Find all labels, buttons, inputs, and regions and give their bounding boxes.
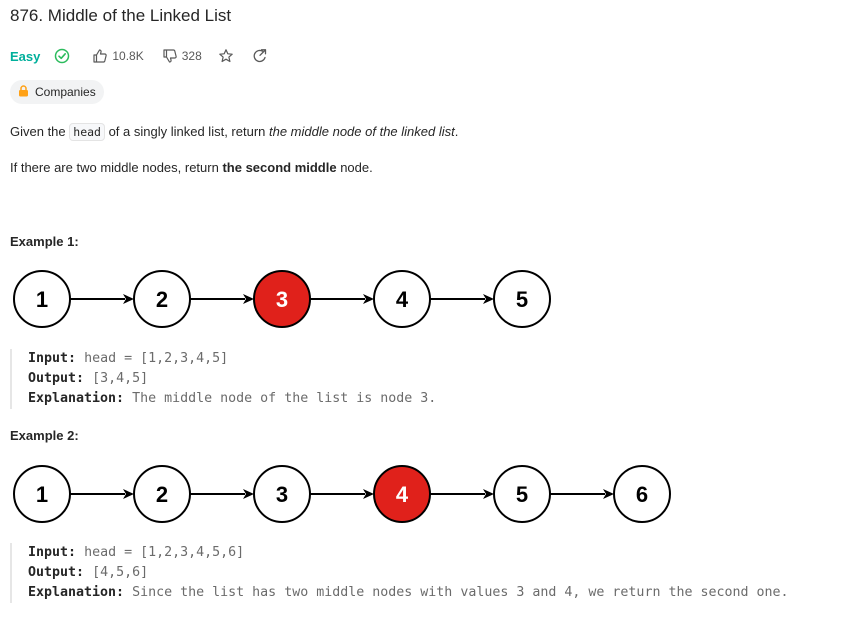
node-circle (613, 465, 671, 523)
arrow-head (243, 489, 254, 499)
node-circle (373, 270, 431, 328)
example-2-explanation-value: Since the list has two middle nodes with… (132, 585, 789, 600)
difficulty-badge: Easy (10, 48, 41, 64)
example-1-input-value: head = [1,2,3,4,5] (84, 351, 229, 366)
description-text: of a singly linked list, return (104, 124, 269, 139)
dislike-count: 328 (181, 49, 202, 63)
arrow-head (123, 294, 134, 304)
arrow-head (123, 489, 134, 499)
node-circle (133, 465, 191, 523)
example-1-explanation-value: The middle node of the list is node 3. (132, 391, 437, 406)
node-value: 4 (396, 287, 409, 312)
share-icon (252, 48, 268, 64)
like-count: 10.8K (112, 49, 144, 63)
node-value: 2 (156, 287, 168, 312)
like-button[interactable]: 10.8K (92, 48, 144, 64)
example-2-input-value: head = [1,2,3,4,5,6] (84, 545, 245, 560)
companies-label: Companies (35, 85, 96, 99)
solved-check-icon (54, 48, 70, 64)
example-2-explanation-label: Explanation: (28, 585, 125, 600)
inline-code-head: head (69, 123, 105, 141)
node-circle (253, 465, 311, 523)
node-value: 3 (276, 482, 288, 507)
description-text: . (454, 124, 459, 139)
example-2-code-block: Input: head = [1,2,3,4,5,6] Output: [4,5… (10, 543, 789, 603)
example-2-output-value: [4,5,6] (92, 565, 149, 580)
thumbs-down-icon (162, 48, 178, 64)
problem-title: 876. Middle of the Linked List (10, 6, 232, 25)
description-text: If there are two middle nodes, return (10, 160, 223, 175)
list-node-middle: 3 (253, 270, 311, 328)
arrow-head (243, 294, 254, 304)
arrow-head (603, 489, 614, 499)
example-1-output-value: [3,4,5] (92, 371, 149, 386)
example-2-input-label: Input: (28, 545, 77, 560)
example-1-linked-list-diagram: 1 2 3 4 5 (13, 270, 551, 328)
node-value: 5 (516, 287, 528, 312)
node-value: 1 (36, 287, 48, 312)
example-1-input-label: Input: (28, 351, 77, 366)
example-2-linked-list-diagram: 1 2 3 4 5 6 (13, 465, 671, 523)
share-button[interactable] (252, 48, 268, 64)
list-node: 4 (373, 270, 431, 328)
thumbs-up-icon (92, 48, 108, 64)
list-node: 2 (133, 270, 191, 328)
dislike-button[interactable]: 328 (162, 48, 202, 64)
arrow-head (363, 489, 374, 499)
problem-meta-bar: Easy 10.8K 328 (10, 45, 268, 67)
star-icon (218, 48, 234, 64)
list-node: 6 (613, 465, 671, 523)
node-circle (133, 270, 191, 328)
example-1-code-block: Input: head = [1,2,3,4,5] Output: [3,4,5… (10, 349, 436, 409)
list-node: 1 (13, 270, 71, 328)
example-1-output-label: Output: (28, 371, 85, 386)
node-value: 1 (36, 482, 48, 507)
node-value: 6 (636, 482, 648, 507)
node-circle (373, 465, 431, 523)
list-node: 5 (493, 270, 551, 328)
node-value: 5 (516, 482, 528, 507)
node-circle (493, 270, 551, 328)
node-circle (253, 270, 311, 328)
description-text: Given the (10, 124, 70, 139)
list-node: 1 (13, 465, 71, 523)
example-2-output-label: Output: (28, 565, 85, 580)
arrow-head (483, 294, 494, 304)
description-strong: the second middle (222, 160, 337, 175)
example-1-title: Example 1: (10, 234, 79, 249)
example-2-title: Example 2: (10, 428, 79, 443)
companies-tag[interactable]: Companies (10, 80, 104, 104)
arrow-head (483, 489, 494, 499)
arrow-head (363, 294, 374, 304)
description-paragraph-2: If there are two middle nodes, return th… (10, 158, 373, 178)
description-paragraph-1: Given the head of a singly linked list, … (10, 122, 458, 142)
node-circle (493, 465, 551, 523)
node-value: 4 (396, 482, 409, 507)
description-text: node. (336, 160, 373, 175)
list-node: 3 (253, 465, 311, 523)
description-emphasis: the middle node of the linked list (269, 124, 455, 139)
node-value: 3 (276, 287, 288, 312)
list-node: 2 (133, 465, 191, 523)
list-node-middle: 4 (373, 465, 431, 523)
example-1-explanation-label: Explanation: (28, 391, 125, 406)
node-circle (13, 270, 71, 328)
lock-icon (18, 84, 29, 100)
favorite-button[interactable] (218, 48, 234, 64)
node-circle (13, 465, 71, 523)
list-node: 5 (493, 465, 551, 523)
node-value: 2 (156, 482, 168, 507)
